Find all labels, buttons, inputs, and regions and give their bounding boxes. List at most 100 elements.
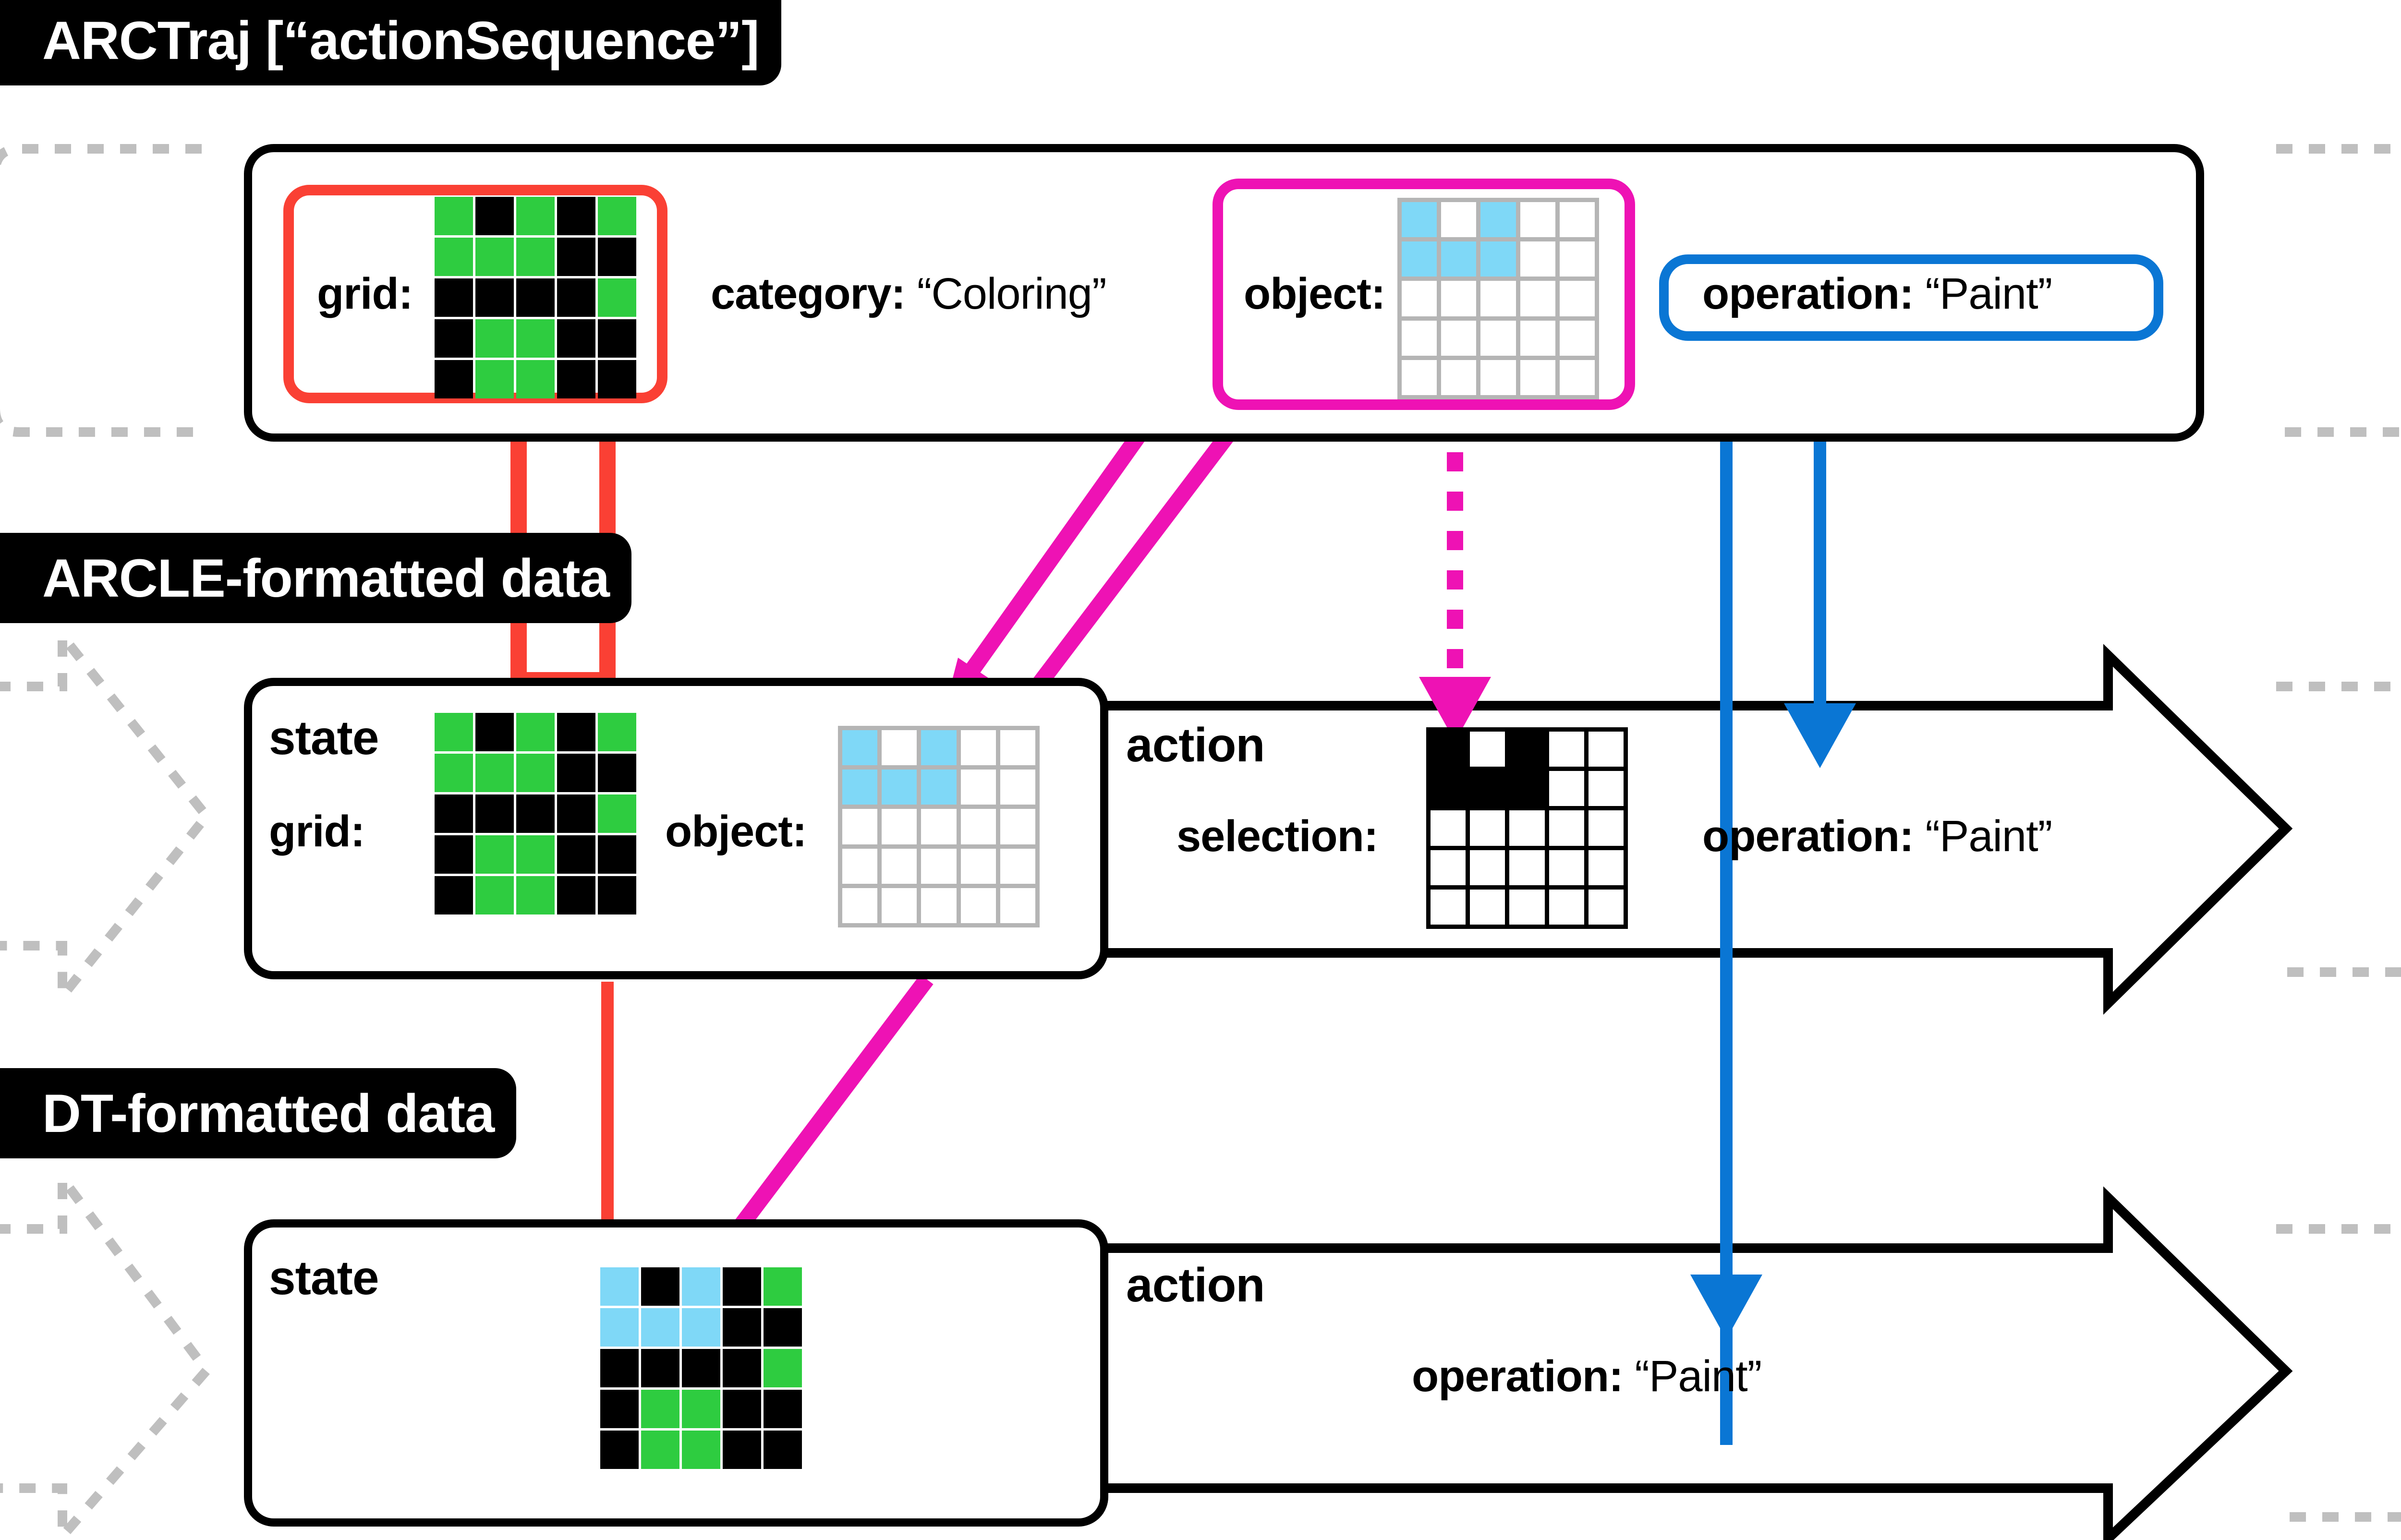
- grid-cell: [1549, 771, 1584, 806]
- grid-cell: [435, 319, 473, 358]
- grid-cell: [882, 888, 917, 923]
- dt-state-grid: [600, 1267, 802, 1469]
- grid-cell: [882, 730, 917, 766]
- grid-cell: [1402, 241, 1437, 277]
- grid-cell: [557, 319, 595, 358]
- grid-cell: [1520, 202, 1555, 238]
- grid-cell: [557, 876, 595, 914]
- grid-cell: [960, 888, 996, 923]
- grid-cell: [1520, 281, 1555, 316]
- grid-cell: [557, 794, 595, 833]
- arcle-operation-label: operation: “Paint”: [1702, 812, 2052, 861]
- grid-cell: [1000, 770, 1035, 805]
- grid-cell: [1000, 848, 1035, 884]
- grid-cell: [1549, 850, 1584, 885]
- grid-cell: [475, 278, 514, 317]
- grid-cell: [1559, 281, 1595, 316]
- grid-cell: [1000, 730, 1035, 766]
- grid-cell: [1402, 281, 1437, 316]
- grid-cell: [1402, 360, 1437, 395]
- operation-highlight-box: [1659, 254, 2163, 341]
- section-tag-arcle: ARCLE-formatted data: [0, 533, 631, 623]
- grid-cell: [1480, 281, 1516, 316]
- grid-cell: [1441, 320, 1477, 356]
- grid-cell: [1480, 241, 1516, 277]
- traj-object-label: object:: [1244, 269, 1386, 318]
- grid-cell: [475, 360, 514, 398]
- grid-cell: [1402, 202, 1437, 238]
- grid-cell: [682, 1431, 720, 1469]
- arcle-state-object-label: object:: [665, 807, 807, 856]
- blue-arrowhead-bottom: [1690, 1275, 1762, 1339]
- grid-cell: [1431, 810, 1466, 846]
- arcle-state-object-grid: [838, 726, 1040, 927]
- grid-cell: [598, 360, 636, 398]
- grid-cell: [1549, 889, 1584, 925]
- grid-cell: [598, 876, 636, 914]
- grid-cell: [516, 197, 555, 235]
- grid-cell: [1588, 850, 1624, 885]
- grid-cell: [1509, 732, 1545, 767]
- dt-action-title: action: [1126, 1258, 1265, 1312]
- grid-cell: [1588, 732, 1624, 767]
- grid-cell: [764, 1349, 802, 1387]
- grid-cell: [598, 713, 636, 751]
- ghost-box-mid-right: [2276, 682, 2401, 977]
- magenta-line-c: [714, 974, 934, 1258]
- grid-cell: [475, 197, 514, 235]
- grid-cell: [516, 754, 555, 792]
- grid-cell: [598, 754, 636, 792]
- grid-cell: [1431, 850, 1466, 885]
- grid-cell: [921, 848, 957, 884]
- grid-cell: [1470, 810, 1505, 846]
- grid-cell: [516, 238, 555, 276]
- section-tag-dt-label: DT-formatted data: [42, 1083, 495, 1143]
- grid-cell: [475, 876, 514, 914]
- grid-cell: [435, 278, 473, 317]
- grid-cell: [960, 809, 996, 844]
- grid-cell: [435, 197, 473, 235]
- grid-cell: [1441, 241, 1477, 277]
- grid-cell: [1509, 889, 1545, 925]
- grid-cell: [598, 278, 636, 317]
- grid-cell: [475, 713, 514, 751]
- grid-cell: [475, 754, 514, 792]
- grid-cell: [1588, 771, 1624, 806]
- grid-cell: [682, 1349, 720, 1387]
- grid-cell: [557, 754, 595, 792]
- grid-cell: [435, 360, 473, 398]
- ghost-arrow-mid-left: [0, 622, 213, 1010]
- grid-cell: [1588, 810, 1624, 846]
- grid-cell: [600, 1431, 639, 1469]
- grid-cell: [1470, 732, 1505, 767]
- grid-cell: [1480, 202, 1516, 238]
- grid-cell: [1402, 320, 1437, 356]
- grid-cell: [557, 197, 595, 235]
- grid-cell: [600, 1390, 639, 1428]
- grid-cell: [764, 1390, 802, 1428]
- grid-cell: [1520, 241, 1555, 277]
- grid-cell: [516, 794, 555, 833]
- grid-cell: [600, 1349, 639, 1387]
- section-tag-dt: DT-formatted data: [0, 1068, 517, 1158]
- grid-cell: [475, 835, 514, 874]
- grid-cell: [960, 730, 996, 766]
- grid-cell: [641, 1390, 679, 1428]
- grid-cell: [882, 848, 917, 884]
- section-tag-arctraj-label: ARCTraj [“actionSequence”]: [42, 10, 760, 71]
- grid-cell: [598, 835, 636, 874]
- grid-cell: [557, 238, 595, 276]
- arcle-selection-label: selection:: [1176, 812, 1378, 861]
- grid-cell: [921, 730, 957, 766]
- grid-cell: [921, 809, 957, 844]
- grid-cell: [435, 835, 473, 874]
- traj-operation-label: operation: “Paint”: [1702, 269, 2052, 318]
- grid-cell: [516, 278, 555, 317]
- grid-cell: [842, 848, 878, 884]
- grid-cell: [960, 848, 996, 884]
- grid-cell: [516, 319, 555, 358]
- grid-cell: [1559, 241, 1595, 277]
- grid-cell: [1588, 889, 1624, 925]
- arcle-state-title: state: [269, 711, 379, 765]
- grid-cell: [921, 770, 957, 805]
